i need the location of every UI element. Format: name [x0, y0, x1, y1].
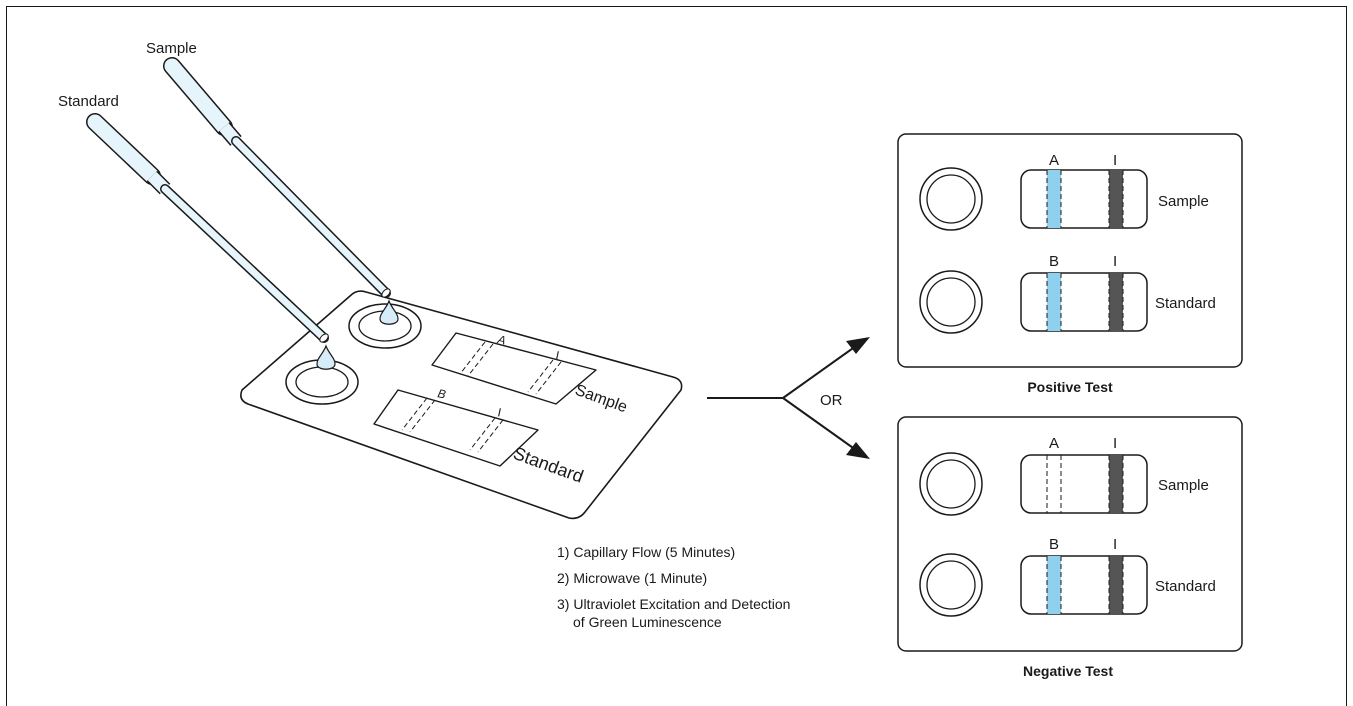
figure-frame	[6, 6, 1347, 706]
row-label: Standard	[1155, 295, 1216, 312]
arrow-up-icon	[846, 337, 870, 354]
standard-pipette-label: Standard	[58, 93, 119, 110]
sample-well-icon	[919, 167, 983, 231]
strip-window	[1020, 272, 1148, 332]
row-label: Standard	[1155, 578, 1216, 595]
arrow-down-icon	[846, 442, 870, 459]
row-label: Sample	[1158, 477, 1209, 494]
sample-well-icon	[919, 452, 983, 516]
positive-standard-row: B I Standard	[919, 253, 1216, 334]
row-i: I	[1113, 435, 1117, 452]
standard-pipette	[86, 113, 329, 343]
negative-test-caption: Negative Test	[1023, 663, 1113, 679]
step-1: 1) Capillary Flow (5 Minutes)	[557, 544, 735, 560]
row-letter: B	[1049, 253, 1059, 270]
test-line	[1047, 556, 1061, 614]
negative-standard-row: B I Standard	[919, 536, 1216, 617]
control-line	[1109, 170, 1123, 228]
strip-window	[1020, 454, 1148, 514]
row-letter: A	[1049, 152, 1059, 169]
step-2: 2) Microwave (1 Minute)	[557, 570, 707, 586]
test-card: A I Sample B I Standard	[240, 290, 683, 520]
strip-window	[1020, 555, 1148, 615]
procedure-steps: 1) Capillary Flow (5 Minutes) 2) Microwa…	[557, 544, 790, 630]
card-strip-b-i: I	[496, 405, 502, 419]
control-line	[1109, 556, 1123, 614]
test-line	[1047, 273, 1061, 331]
control-line	[1109, 273, 1123, 331]
standard-droplet	[316, 344, 336, 370]
standard-well-icon	[919, 553, 983, 617]
strip-window	[1020, 169, 1148, 229]
negative-test-panel: A I Sample B I Standard	[897, 416, 1243, 652]
card-strip-a	[431, 332, 597, 405]
row-letter: B	[1049, 536, 1059, 553]
card-strip-a-i: I	[554, 348, 560, 362]
row-i: I	[1113, 536, 1117, 553]
row-letter: A	[1049, 435, 1059, 452]
positive-test-panel: A I Sample B I Standard	[897, 133, 1243, 368]
or-label: OR	[820, 392, 843, 409]
row-i: I	[1113, 152, 1117, 169]
positive-test-caption: Positive Test	[1027, 379, 1113, 395]
standard-well-icon	[919, 270, 983, 334]
card-strip-b	[373, 389, 539, 467]
step-3-continued: of Green Luminescence	[573, 614, 722, 630]
sample-droplet	[379, 299, 399, 325]
sample-pipette	[163, 57, 391, 298]
branch-arrows	[707, 337, 870, 459]
negative-sample-row: A I Sample	[919, 435, 1209, 516]
row-label: Sample	[1158, 193, 1209, 210]
control-line	[1109, 455, 1123, 513]
step-3: 3) Ultraviolet Excitation and Detection	[557, 596, 790, 612]
card-strip-b-letter: B	[436, 386, 447, 401]
test-line	[1047, 170, 1061, 228]
standard-well	[285, 359, 359, 405]
row-i: I	[1113, 253, 1117, 270]
sample-pipette-label: Sample	[146, 40, 197, 57]
card-strip-a-letter: A	[495, 332, 507, 348]
sample-well	[348, 303, 422, 349]
positive-sample-row: A I Sample	[919, 152, 1209, 231]
